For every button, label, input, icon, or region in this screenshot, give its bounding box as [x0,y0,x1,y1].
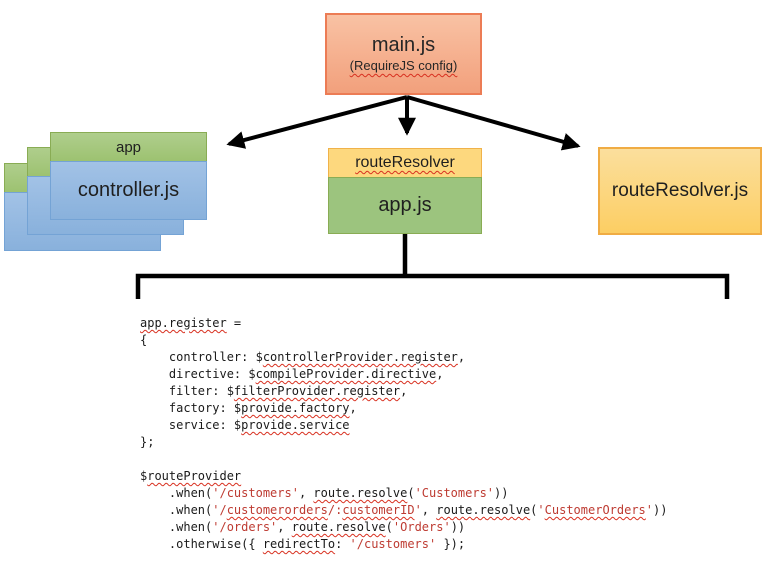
code-snippet: app.register = { controller: $controllerP… [140,315,667,553]
app-module-label: app [50,132,207,162]
code-line: factory: $provide.factory, [140,401,357,415]
code-line: $routeProvider [140,469,242,483]
route-resolver-module-text: routeResolver [355,154,455,171]
code-line: }; [140,435,155,449]
code-line: { [140,333,148,347]
app-js-label: app.js [328,177,482,234]
route-resolver-js-label: routeResolver.js [611,180,749,201]
main-js-subtitle: (RequireJS config) [349,58,458,73]
route-resolver-js-box: routeResolver.js [598,147,762,235]
arrow-to-controllers [226,95,408,149]
bracket-connector [135,273,730,299]
code-line: .otherwise({ redirectTo: '/customers' })… [140,537,466,551]
code-line: filter: $filterProvider.register, [140,384,408,398]
arrow-to-routeresolver [406,95,581,151]
main-js-title: main.js [371,34,436,56]
code-line: .when('/orders', route.resolve('Orders')… [140,520,466,534]
app-js-box: routeResolver app.js [328,148,482,234]
code-line: directive: $compileProvider.directive, [140,367,444,381]
code-line: controller: $controllerProvider.register… [140,350,466,364]
route-resolver-module-label: routeResolver [328,148,482,178]
code-line: .when('/customerorders/:customerID', rou… [140,503,668,517]
code-line: .when('/customers', route.resolve('Custo… [140,486,509,500]
code-line [140,451,667,468]
controller-js-label: controller.js [50,161,207,220]
code-line: app.register = [140,316,242,330]
main-js-box: main.js (RequireJS config) [325,13,482,95]
controller-card-front: app controller.js [50,132,207,220]
code-line: service: $provide.service [140,418,350,432]
